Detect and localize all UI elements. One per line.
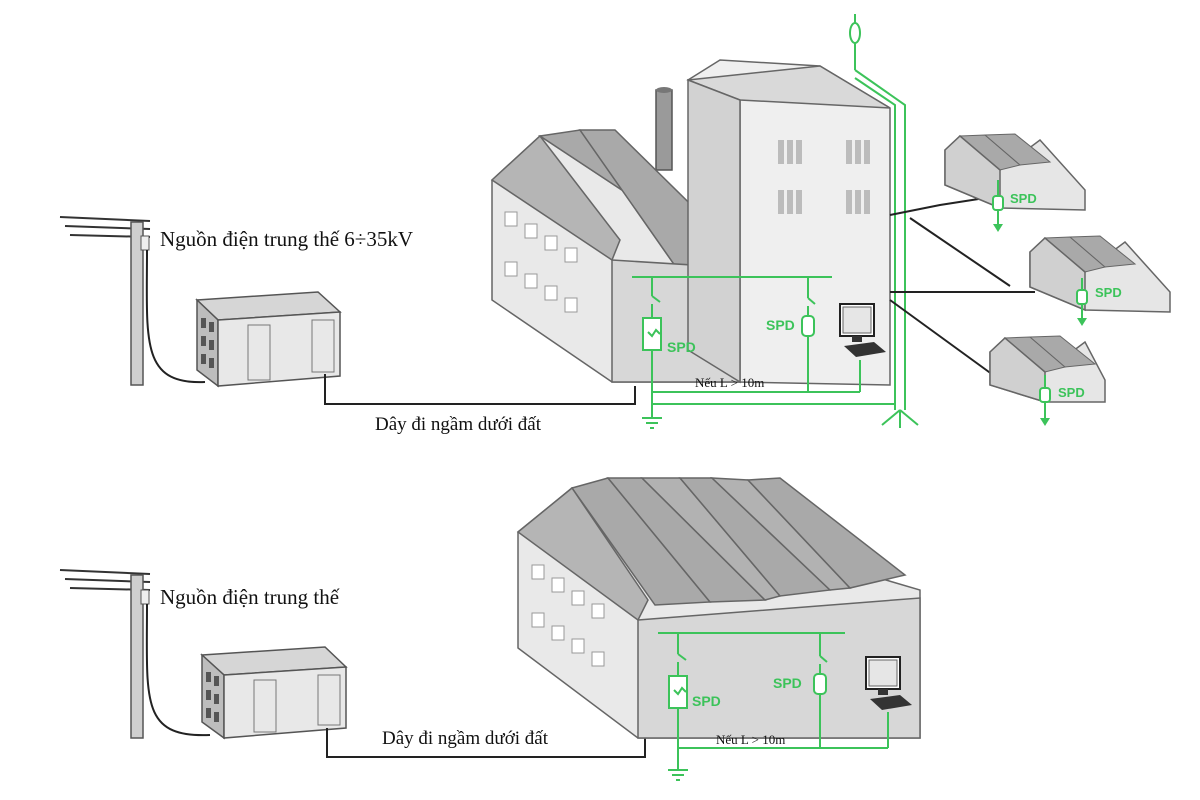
spd-symbol-main-top xyxy=(642,317,662,351)
remote-building-3 xyxy=(989,335,1106,426)
remote-building-2 xyxy=(1029,235,1171,326)
power-pole-bottom xyxy=(59,569,211,739)
chimney xyxy=(655,87,673,171)
spd-label-remote-2: SPD xyxy=(1095,285,1122,300)
underground-cable-bottom xyxy=(326,728,646,758)
spd-label-main-top: SPD xyxy=(667,339,696,355)
spd-label-remote-1: SPD xyxy=(1010,191,1037,206)
transformer-bottom xyxy=(200,646,348,740)
distance-label-top: Nếu L > 10m xyxy=(695,375,764,390)
power-pole-top xyxy=(59,216,206,386)
distance-label-bottom: Nếu L > 10m xyxy=(716,732,785,747)
transformer-top xyxy=(195,291,342,388)
spd-symbol-sub-bottom xyxy=(813,673,827,695)
factory-bottom xyxy=(516,477,921,739)
source-label-bottom: Nguồn điện trung thế xyxy=(160,585,340,609)
source-label-top: Nguồn điện trung thế 6÷35kV xyxy=(160,227,413,251)
lightning-rod xyxy=(849,14,919,428)
computer-bottom xyxy=(865,656,912,710)
cable-label-bottom: Dây đi ngầm dưới đất xyxy=(382,728,549,749)
cable-label-top: Dây đi ngầm dưới đất xyxy=(375,414,542,435)
spd-label-remote-3: SPD xyxy=(1058,385,1085,400)
spd-symbol-main-bottom xyxy=(668,675,688,709)
spd-label-sub-top: SPD xyxy=(766,317,795,333)
spd-symbol-sub-top xyxy=(801,315,815,337)
spd-label-sub-bottom: SPD xyxy=(773,675,802,691)
computer-top xyxy=(839,303,886,357)
distribution-circuit-bottom xyxy=(658,632,889,781)
feeder-cables xyxy=(889,197,1035,381)
remote-building-1 xyxy=(944,133,1086,232)
distribution-circuit-top xyxy=(632,276,895,429)
spd-label-main-bottom: SPD xyxy=(692,693,721,709)
underground-cable-top xyxy=(324,374,636,405)
